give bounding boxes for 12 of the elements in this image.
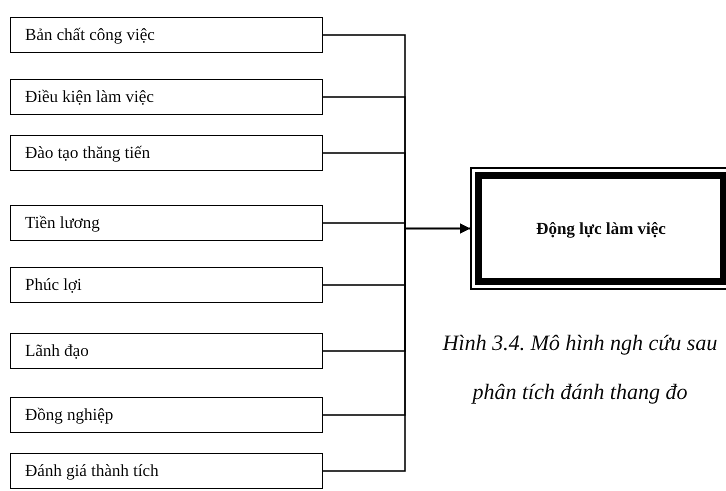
- factor-box: Bản chất công việc: [10, 17, 323, 53]
- factor-box: Lãnh đạo: [10, 333, 323, 369]
- connector-arrow: [323, 224, 470, 472]
- factor-box: Đánh giá thành tích: [10, 453, 323, 489]
- outcome-box: [470, 167, 726, 290]
- factor-box: Phúc lợi: [10, 267, 323, 303]
- outcome-label: Động lực làm việc: [536, 218, 666, 238]
- factor-box: Tiền lương: [10, 205, 323, 241]
- factor-box: Điều kiện làm việc: [10, 79, 323, 115]
- factor-box: Đào tạo thăng tiến: [10, 135, 323, 171]
- figure-caption: Hình 3.4. Mô hình ngh cứu sau phân tích đánh thang đo: [442, 329, 718, 406]
- factor-box: Đồng nghiệp: [10, 397, 323, 433]
